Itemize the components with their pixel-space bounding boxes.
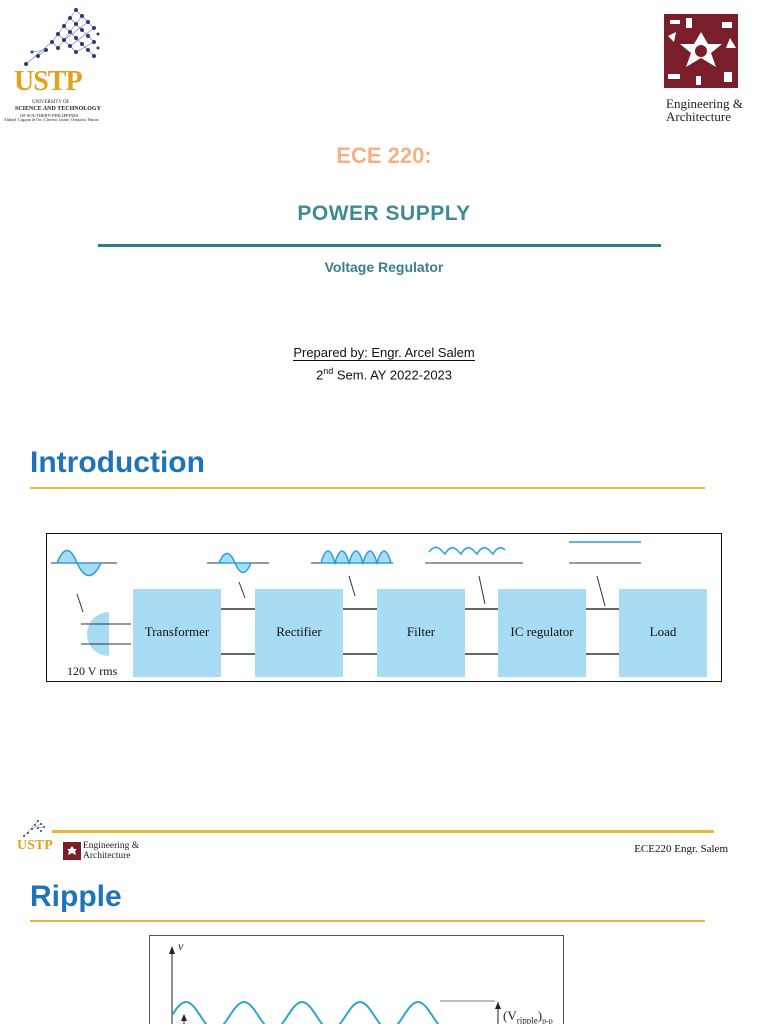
filtered-waveform-icon <box>425 546 523 564</box>
small-ustp-wordmark: USTP <box>17 838 53 853</box>
semester-line: 2nd Sem. AY 2022-2023 <box>315 366 453 383</box>
ripple-waveform <box>169 946 501 1024</box>
university-line-2: SCIENCE AND TECHNOLOGY <box>15 106 101 112</box>
prepared-by-block: Prepared by: Engr. Arcel Salem 2nd Sem. … <box>0 344 768 384</box>
block-ic-regulator: IC regulator <box>510 624 574 639</box>
ustp-logo: USTP UNIVERSITY OF SCIENCE AND TECHNOLOG… <box>4 4 120 124</box>
coea-logo: Engineering & Architecture <box>664 14 764 124</box>
ustp-network-emblem-icon <box>24 8 100 66</box>
graph-y-axis-label: v <box>178 939 184 953</box>
slide-footer: ECE220 Engr. Salem <box>634 843 728 855</box>
ustp-wordmark: USTP <box>14 66 83 97</box>
course-code: ECE 220: <box>336 143 432 168</box>
source-voltage-label: 120 V rms <box>67 664 118 678</box>
prepared-by: Prepared by: Engr. Arcel Salem <box>293 345 475 361</box>
input-ac-waveform-icon <box>51 549 117 577</box>
regulated-dc-waveform-icon <box>569 541 641 564</box>
block-transformer: Transformer <box>144 624 210 639</box>
rectified-waveform-icon <box>311 550 393 566</box>
coea-emblem-icon <box>664 14 738 88</box>
introduction-heading: Introduction <box>30 446 205 479</box>
block-rectifier: Rectifier <box>276 624 322 639</box>
coea-line-2: Architecture <box>666 109 731 124</box>
presentation-title: POWER SUPPLY <box>297 202 471 225</box>
university-line-1: UNIVERSITY OF <box>32 100 70 105</box>
university-line-3: OF SOUTHERN PHILIPPINES <box>20 113 79 118</box>
campus-list: Alubijid | Cagayan de Oro | Claveria | J… <box>4 118 99 122</box>
title-slide: USTP UNIVERSITY OF SCIENCE AND TECHNOLOG… <box>0 0 768 420</box>
ac-plug-icon <box>81 612 131 656</box>
introduction-rule <box>30 487 705 489</box>
small-coea-line-1: Engineering & <box>83 841 140 851</box>
small-coea-line-2: Architecture <box>83 851 131 861</box>
small-ustp-emblem-icon <box>23 820 45 837</box>
slide-header-bar: USTP Engineering & Architecture <box>0 814 768 864</box>
transformer-output-waveform-icon <box>207 552 269 574</box>
ripple-heading: Ripple <box>30 880 122 913</box>
header-gold-rule <box>52 830 714 833</box>
power-supply-block-diagram: 120 V rms Transformer Rectifier Filter I… <box>46 533 722 682</box>
coea-line-1: Engineering & <box>666 96 743 111</box>
presentation-subtitle: Voltage Regulator <box>324 259 444 275</box>
small-coea-emblem-icon <box>63 842 81 860</box>
block-load: Load <box>649 624 677 639</box>
ripple-rule <box>30 920 705 922</box>
title-divider <box>98 244 661 247</box>
ripple-graph: v (Vripple)p-p <box>149 935 564 1024</box>
block-filter: Filter <box>406 624 436 639</box>
block-diagram-wires <box>51 541 707 677</box>
ripple-pp-label: (Vripple)p-p <box>503 1008 553 1024</box>
